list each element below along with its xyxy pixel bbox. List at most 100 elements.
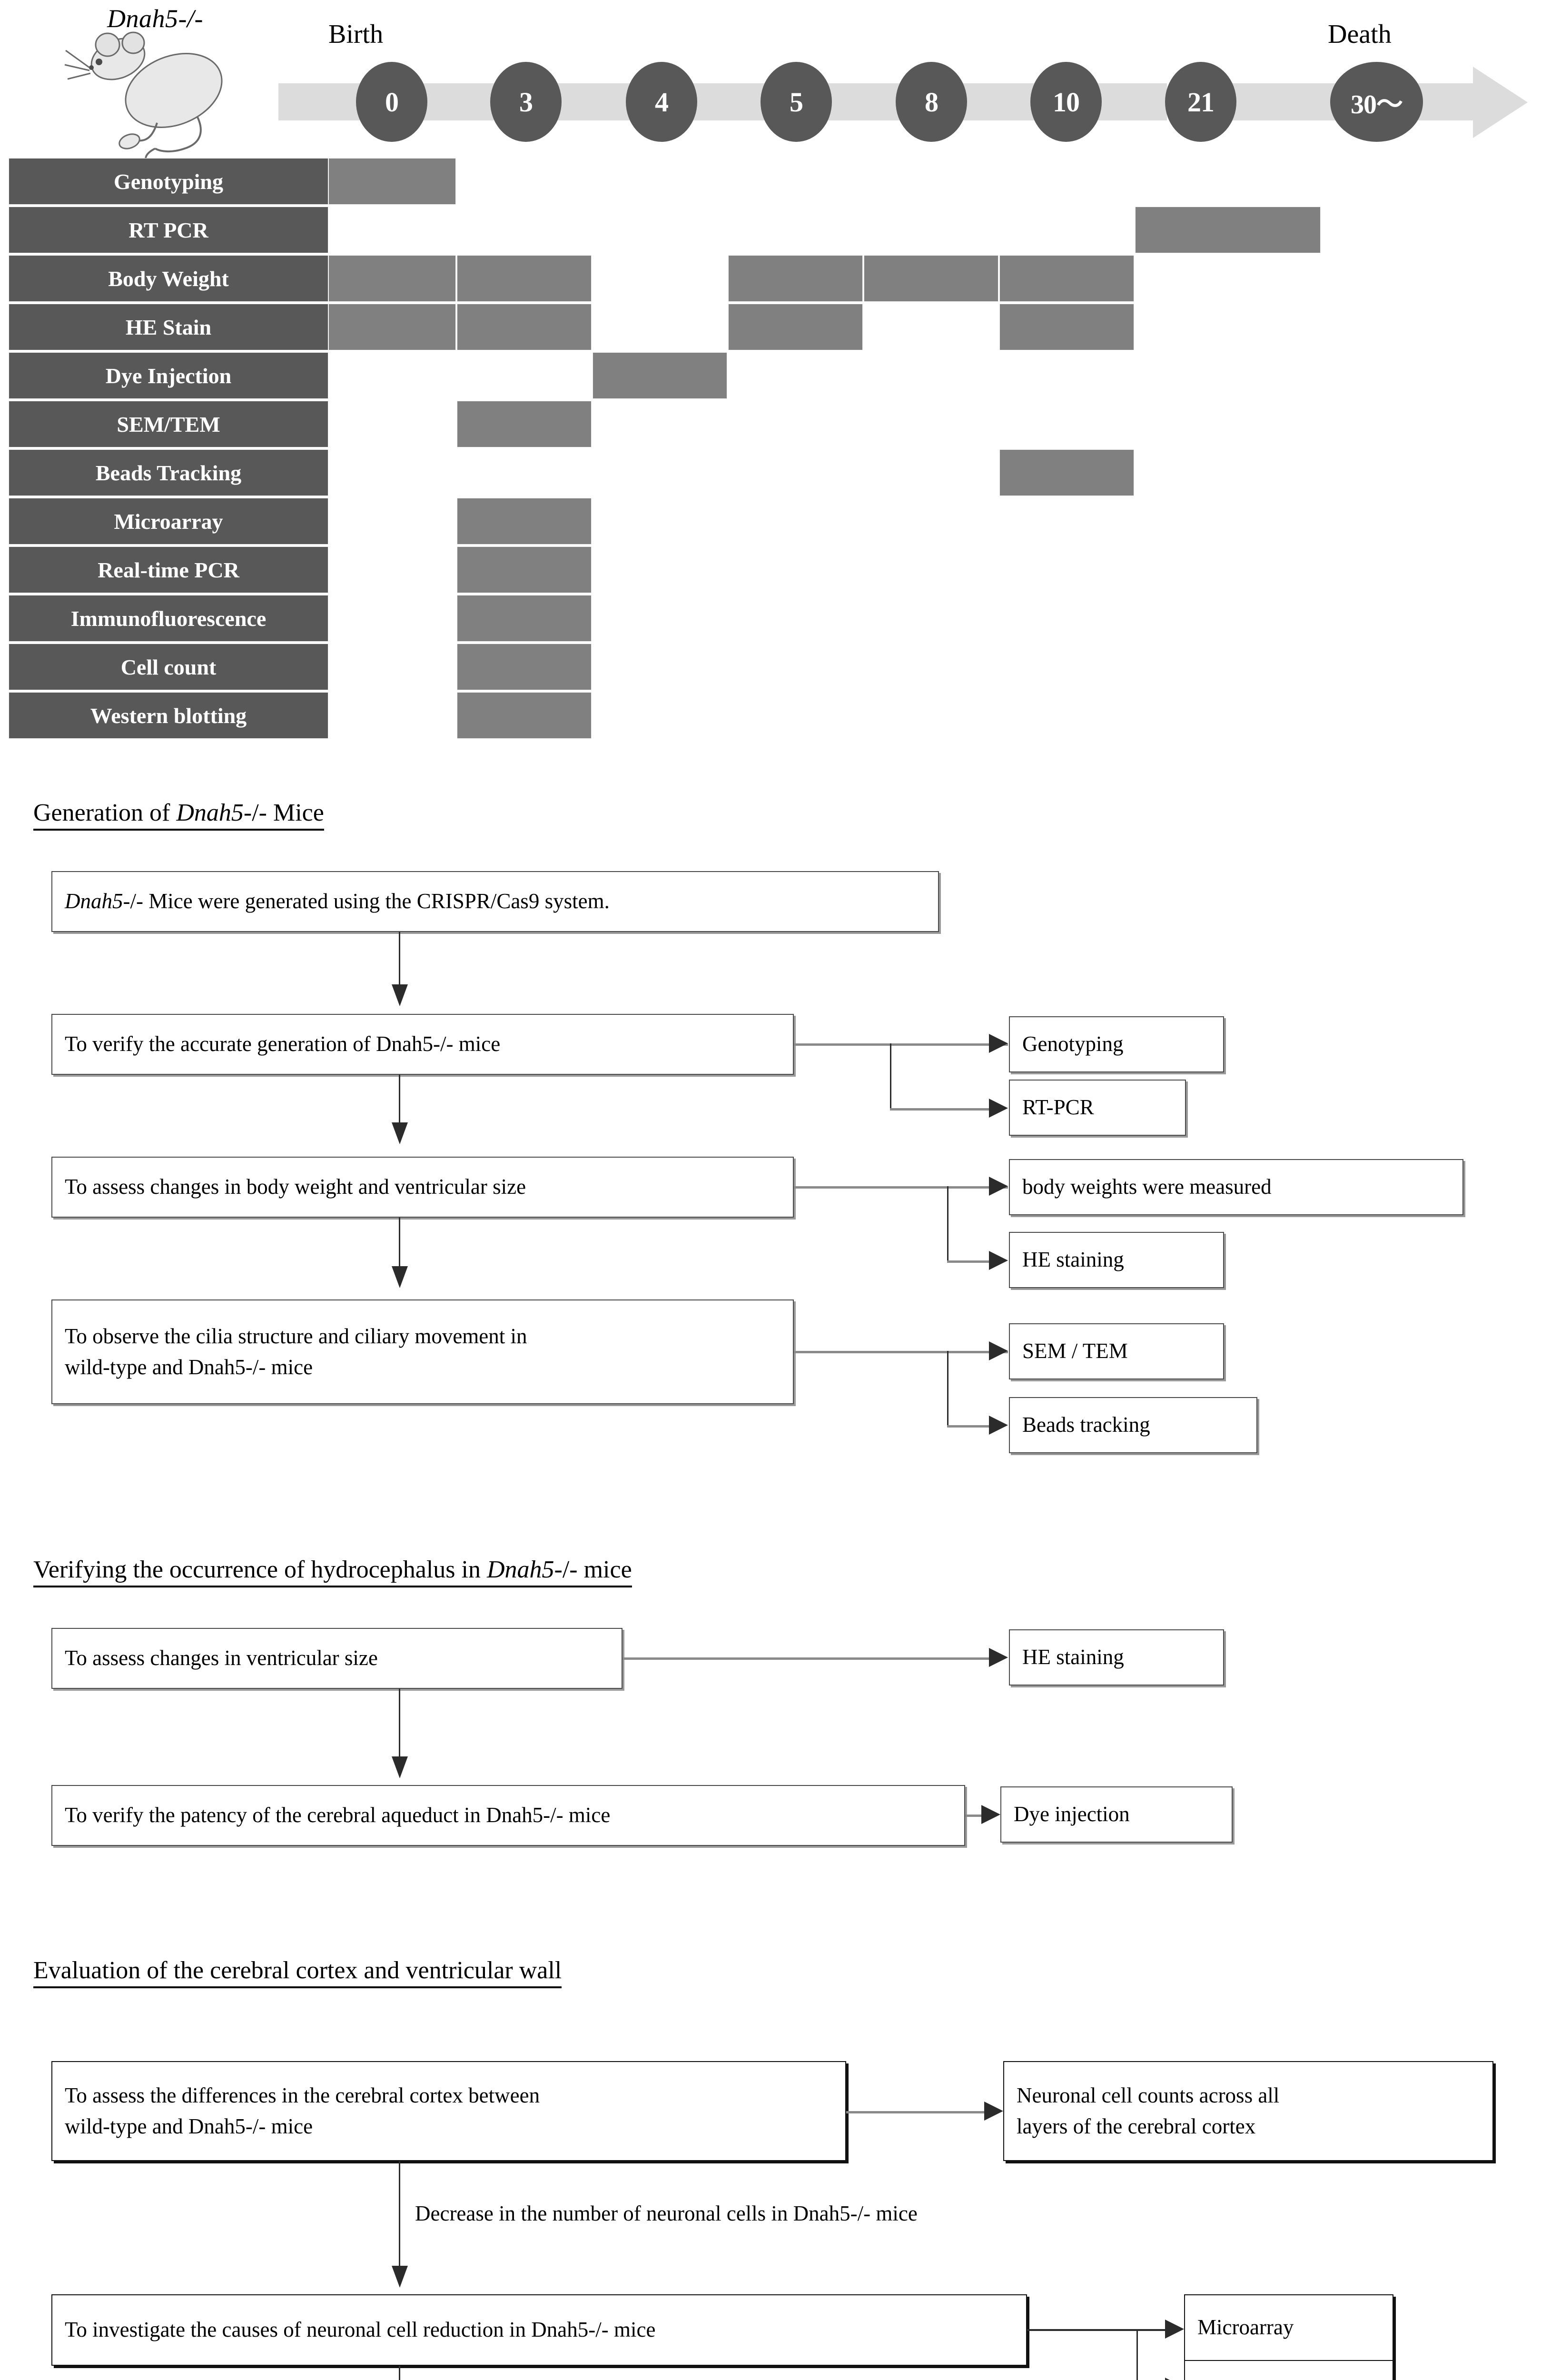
grid-row: HE Stain	[0, 303, 1551, 351]
s3-step1-out-line1: Neuronal cell counts across all	[1017, 2083, 1280, 2107]
connector-line	[1027, 2329, 1175, 2331]
s3-note2: Suspected decrease in neurogenesis and n…	[415, 2373, 756, 2380]
mouse-genotype-label: Dnah5-/-	[107, 4, 203, 33]
connector-line	[399, 1218, 400, 1270]
mouse-illustration-icon	[64, 31, 223, 162]
step3-output-beadstracking-box[interactable]: Beads tracking	[1009, 1397, 1257, 1453]
timeline-caption-death: Death	[1328, 20, 1392, 49]
step2-output-hestaining-box[interactable]: HE staining	[1009, 1232, 1224, 1288]
grid-row: Immunofluorescence	[0, 594, 1551, 643]
s2-step1-box[interactable]: To assess changes in ventricular size	[51, 1628, 622, 1689]
grid-cell[interactable]	[457, 546, 592, 593]
grid-row: Microarray	[0, 497, 1551, 545]
section1-heading: Generation of Dnah5-/- Mice	[33, 799, 324, 831]
grid-cell[interactable]	[457, 644, 592, 690]
s3-step1-box[interactable]: To assess the differences in the cerebra…	[51, 2061, 846, 2161]
timeline-node-3[interactable]: 3	[490, 62, 562, 142]
step1-output-genotyping-box[interactable]: Genotyping	[1009, 1016, 1224, 1072]
timeline-node-30[interactable]: 30〜	[1330, 62, 1423, 142]
connector-line	[890, 1043, 891, 1110]
grid-row-label: HE Stain	[9, 304, 328, 350]
step3-box[interactable]: To observe the cilia structure and cilia…	[51, 1299, 794, 1404]
grid-row-label: Microarray	[9, 498, 328, 545]
timeline-node-5[interactable]: 5	[761, 62, 832, 142]
step1-box[interactable]: To verify the accurate generation of Dna…	[51, 1014, 794, 1075]
connector-line	[947, 1260, 995, 1263]
s2-step1-output-hestaining-box[interactable]: HE staining	[1009, 1629, 1224, 1686]
s3-step2-output-microarray-box[interactable]: Microarray	[1184, 2294, 1393, 2361]
arrow-right-icon	[989, 1177, 1008, 1196]
grid-row: SEM/TEM	[0, 400, 1551, 448]
arrow-right-icon	[984, 2102, 1003, 2121]
grid-cell[interactable]	[457, 255, 592, 302]
grid-row: Beads Tracking	[0, 448, 1551, 497]
timeline-node-4[interactable]: 4	[626, 62, 697, 142]
s3-step1-out-line2: layers of the cerebral cortex	[1017, 2114, 1256, 2138]
s2-step2-output-dyeinjection-box[interactable]: Dye injection	[1000, 1786, 1233, 1843]
arrow-down-icon	[392, 1266, 408, 1288]
timeline-node-10[interactable]: 10	[1030, 62, 1102, 142]
origin-box[interactable]: Dnah5-/- Mice were generated using the C…	[51, 871, 939, 932]
grid-cell[interactable]	[728, 304, 863, 350]
s3-step1-line2: wild-type and Dnah5-/- mice	[65, 2114, 313, 2138]
grid-row-label: Body Weight	[9, 255, 328, 302]
s3-step1-line1: To assess the differences in the cerebra…	[65, 2083, 540, 2107]
timeline-node-21[interactable]: 21	[1165, 62, 1236, 142]
connector-line	[399, 1075, 400, 1127]
grid-cell[interactable]	[328, 304, 456, 350]
s3-step2-output-realtimepcr-box[interactable]: real-time PCR	[1184, 2360, 1393, 2380]
step3-output-semtem-box[interactable]: SEM / TEM	[1009, 1323, 1224, 1379]
grid-cell[interactable]	[457, 595, 592, 642]
step2-output-bodyweight-box[interactable]: body weights were measured	[1009, 1159, 1463, 1215]
grid-cell[interactable]	[457, 498, 592, 545]
grid-row: Cell count	[0, 643, 1551, 691]
grid-cell[interactable]	[457, 401, 592, 447]
arrow-right-icon	[981, 1805, 1000, 1824]
arrow-right-icon	[989, 1341, 1008, 1360]
section1-heading-pre: Generation of	[33, 799, 177, 826]
grid-cell[interactable]	[457, 692, 592, 739]
step3-line2: wild-type and Dnah5-/- mice	[65, 1355, 313, 1379]
timeline-node-8[interactable]: 8	[896, 62, 967, 142]
arrow-down-icon	[392, 1122, 408, 1144]
connector-line	[622, 1657, 998, 1660]
s3-step2-box[interactable]: To investigate the causes of neuronal ce…	[51, 2294, 1027, 2366]
grid-cell[interactable]	[864, 255, 998, 302]
connector-line	[947, 1425, 995, 1428]
section1-heading-post: -/- Mice	[243, 799, 324, 826]
s3-note1: Decrease in the number of neuronal cells…	[415, 2202, 918, 2225]
grid-cell[interactable]	[1135, 207, 1321, 253]
step3-line1: To observe the cilia structure and cilia…	[65, 1324, 527, 1348]
grid-cell[interactable]	[328, 255, 456, 302]
timeline-bar	[278, 83, 1478, 120]
s2-step2-box[interactable]: To verify the patency of the cerebral aq…	[51, 1785, 965, 1846]
connector-line	[399, 2161, 400, 2275]
grid-cell[interactable]	[593, 352, 727, 399]
origin-box-gene: Dnah5	[65, 889, 123, 913]
grid-cell[interactable]	[328, 158, 456, 205]
timeline-node-0[interactable]: 0	[356, 62, 427, 142]
grid-cell[interactable]	[999, 255, 1134, 302]
arrow-right-icon	[989, 1251, 1008, 1270]
timeline-header: Dnah5-/- Birth Death 0 3 4 5 8 10 21 30〜	[0, 0, 1551, 162]
origin-box-text: -/- Mice were generated using the CRISPR…	[123, 889, 610, 913]
connector-line	[846, 2111, 994, 2113]
grid-row-label: Cell count	[9, 644, 328, 690]
section3-heading: Evaluation of the cerebral cortex and ve…	[33, 1956, 562, 1988]
step1-output-rtpcr-box[interactable]: RT-PCR	[1009, 1080, 1186, 1136]
s3-step1-output-cellcounts-box[interactable]: Neuronal cell counts across all layers of…	[1003, 2061, 1493, 2161]
grid-row: Real-time PCR	[0, 545, 1551, 594]
grid-cell[interactable]	[728, 255, 863, 302]
arrow-down-icon	[392, 2266, 408, 2288]
grid-cell[interactable]	[999, 449, 1134, 496]
connector-line	[399, 2366, 400, 2380]
connector-line	[399, 932, 400, 989]
arrow-right-icon	[989, 1648, 1008, 1667]
section2-heading-post: -/- mice	[554, 1556, 632, 1583]
connector-line	[399, 1689, 400, 1760]
step2-box[interactable]: To assess changes in body weight and ven…	[51, 1157, 794, 1218]
grid-cell[interactable]	[999, 304, 1134, 350]
connector-line	[794, 1186, 1008, 1189]
grid-cell[interactable]	[457, 304, 592, 350]
